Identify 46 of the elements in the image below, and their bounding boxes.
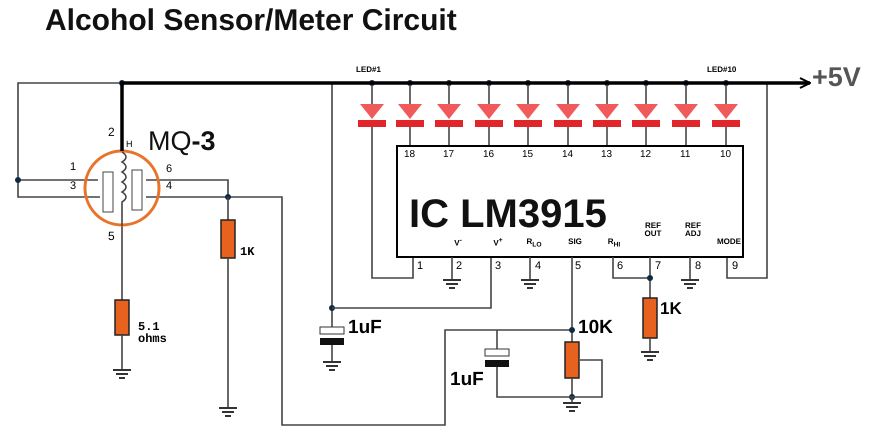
pin-number: 4 xyxy=(535,261,542,272)
pin-name: REF ADJ xyxy=(684,222,702,238)
pin-number: 6 xyxy=(617,261,624,272)
pin-name: V$^{+}$ xyxy=(492,238,504,248)
pin-number: 17 xyxy=(443,150,454,160)
capacitor-value: 1uF xyxy=(348,318,382,337)
pin-name: MODE xyxy=(716,238,742,246)
resistor-value: 1K xyxy=(660,300,682,317)
pin-name: REF OUT xyxy=(644,222,662,238)
pin-number: 3 xyxy=(70,181,76,192)
pin-name: V$^{-}$ xyxy=(453,238,463,248)
pin-number: 9 xyxy=(732,261,738,272)
pin-number: 5 xyxy=(108,230,115,242)
pin-number: 1 xyxy=(417,261,424,272)
pin-number: 14 xyxy=(562,150,574,160)
pin-number: 15 xyxy=(522,150,534,160)
pin-number: 3 xyxy=(495,261,502,272)
pin-number: 12 xyxy=(640,150,652,160)
pin-number: 1 xyxy=(70,162,76,173)
resistor-value: 1K xyxy=(240,246,254,258)
led-label: LED#10 xyxy=(707,66,736,74)
pin-name: R$_{HI}$ xyxy=(606,238,622,250)
capacitor-value: 1uF xyxy=(450,370,484,389)
led-label: LED#1 xyxy=(356,66,381,74)
sensor-label: MQ-3 xyxy=(148,128,216,155)
pin-number: 16 xyxy=(483,150,494,160)
chip-label: IC LM3915 xyxy=(409,194,607,234)
pin-number: 11 xyxy=(680,150,690,160)
supply-rail-arrow xyxy=(120,77,811,151)
resistor-value: 5.1 ohms xyxy=(138,321,168,345)
pin-number: 10 xyxy=(720,150,732,160)
title: Alcohol Sensor/Meter Circuit xyxy=(45,6,457,36)
resistor-value: 10K xyxy=(578,318,613,337)
pin-number: 2 xyxy=(456,261,462,272)
pin-number: 8 xyxy=(695,261,702,272)
pin-number: 4 xyxy=(166,181,172,192)
pin-number: 18 xyxy=(404,150,416,160)
pin-name: R$_{LO}$ xyxy=(525,238,543,250)
pin-number: 6 xyxy=(166,164,172,175)
pin-number: 7 xyxy=(655,261,662,272)
pin-name: SIG xyxy=(567,238,583,246)
supply-voltage-label: +5V xyxy=(812,64,861,91)
pin-number: 2 xyxy=(108,126,115,138)
pin-number: 13 xyxy=(601,150,612,160)
pin-number: 5 xyxy=(575,261,582,272)
pin-number: H xyxy=(126,140,132,149)
